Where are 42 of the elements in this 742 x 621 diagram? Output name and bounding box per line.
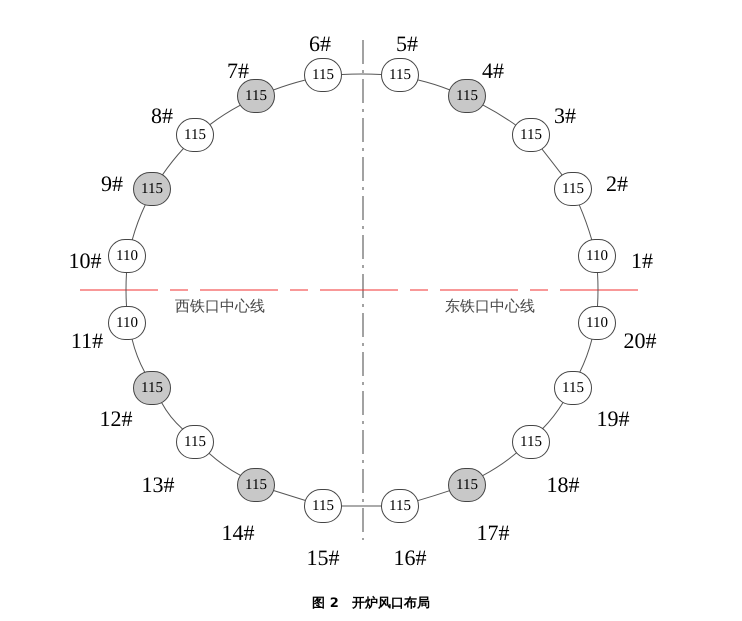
tuyere-number: 17# (476, 522, 510, 544)
circle-arc (161, 402, 184, 430)
tuyere-number: 12# (100, 408, 132, 430)
tuyere-number: 2# (606, 173, 628, 195)
tuyere-number: 20# (624, 330, 656, 352)
tuyere-number: 7# (227, 60, 249, 82)
circle-arc (126, 272, 127, 306)
tuyere-number: 14# (222, 522, 254, 544)
center-line-label: 西铁口中心线 (175, 299, 265, 314)
circle-arc (342, 74, 382, 75)
tuyere-number: 11# (70, 330, 104, 352)
circle-arc (597, 272, 598, 306)
tuyere-number: 3# (554, 105, 576, 127)
circle-arc (210, 104, 241, 126)
tuyere-number: 1# (631, 250, 653, 272)
figure-caption: 图 2 开炉风口布局 (311, 594, 431, 613)
circle-arc (162, 148, 184, 176)
circle-arc (418, 490, 450, 502)
circle-arc (578, 204, 592, 240)
tuyere-number: 18# (546, 474, 580, 496)
tuyere-number: 4# (482, 60, 504, 82)
tuyere-number: 19# (596, 408, 630, 430)
tuyere-number: 6# (309, 33, 331, 55)
tuyere-number: 5# (396, 33, 418, 55)
circle-arc (132, 204, 146, 240)
circle-arc (542, 402, 564, 430)
circle-arc (208, 452, 241, 476)
tuyere-number: 15# (306, 547, 340, 569)
tuyere-number: 9# (101, 173, 123, 195)
circle-arc (482, 452, 517, 476)
tuyere-number: 16# (394, 547, 426, 569)
tuyere-number: 13# (142, 474, 174, 496)
tuyere-number: 8# (151, 105, 173, 127)
tuyere-number: 10# (68, 250, 102, 272)
circle-arc (273, 490, 306, 501)
circle-arc (541, 148, 563, 176)
circle-arc (482, 104, 516, 126)
circle-arc (418, 79, 450, 90)
circle-arc (273, 80, 306, 90)
circle-arc (579, 338, 592, 373)
circle-arc (132, 338, 146, 373)
center-line-label: 东铁口中心线 (445, 299, 535, 314)
